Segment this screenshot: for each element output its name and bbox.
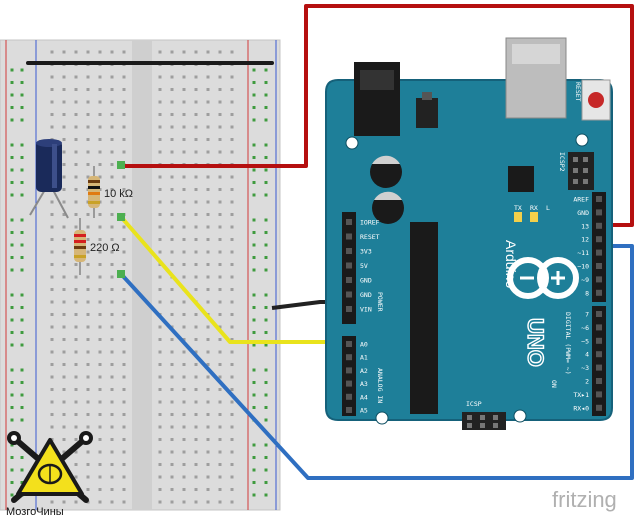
- digital-pin: [596, 196, 602, 202]
- digital-pin: [596, 289, 602, 296]
- digital-pin: [596, 209, 602, 216]
- digital-header-lower: [592, 306, 606, 416]
- power-pin: [346, 219, 352, 225]
- analog-pin: [346, 393, 352, 400]
- icsp2-label: ICSP2: [558, 152, 566, 172]
- digital-pin-label: 7: [585, 311, 589, 319]
- digital-pin: [596, 378, 602, 384]
- power-pin-label: GND: [360, 277, 372, 285]
- digital-pin-label: GND: [577, 209, 589, 217]
- node-5v: [117, 161, 125, 169]
- analog-pin: [346, 380, 352, 387]
- digital-pin-label: ~5: [581, 337, 589, 345]
- icsp-label: ICSP: [466, 400, 482, 408]
- analog-pin: [346, 367, 352, 374]
- power-pin: [346, 262, 352, 269]
- digital-pin-label: 12: [581, 236, 589, 244]
- digital-pin-label: ~11: [577, 249, 589, 257]
- electrolytic-capacitor: [29, 139, 69, 219]
- power-pin: [346, 233, 352, 240]
- power-pin: [346, 291, 352, 298]
- reset-button: [581, 79, 611, 121]
- voltage-regulator: [416, 98, 438, 128]
- resistor-10k-label: 10 kΩ: [104, 188, 133, 200]
- tx-label: TX: [514, 204, 522, 212]
- power-pin-label: 3V3: [360, 248, 372, 256]
- digital-pin-label: ~3: [581, 364, 589, 372]
- arduino-logo: [507, 257, 579, 299]
- digital-pin: [596, 364, 602, 371]
- node-d12: [117, 270, 125, 278]
- digital-pin: [596, 351, 602, 358]
- rx-label: RX: [530, 204, 538, 212]
- reset-label: RESET: [574, 82, 582, 102]
- breadboard: [0, 39, 281, 511]
- uno-text: UNO: [523, 318, 548, 367]
- resistor-220-label: 220 Ω: [90, 242, 120, 254]
- digital-pin-label: RX◂0: [573, 404, 589, 412]
- digital-pin: [596, 324, 602, 331]
- power-label: POWER: [376, 292, 384, 312]
- analog-pin-label: A2: [360, 367, 368, 375]
- analog-pin-label: A5: [360, 407, 368, 415]
- usb-chip: [508, 166, 534, 192]
- wire-blue-d12: [120, 244, 634, 480]
- analog-pin: [346, 407, 352, 413]
- digital-header-upper: [592, 192, 606, 302]
- digital-pin: [596, 222, 602, 229]
- digital-pin: [596, 337, 602, 344]
- digital-pin-label: 4: [585, 351, 589, 359]
- digital-label: DIGITAL (PWM= ~): [564, 312, 572, 375]
- analog-pin-label: A0: [360, 341, 368, 349]
- digital-pin: [596, 249, 602, 256]
- l-label: L: [546, 204, 550, 212]
- power-pin-label: 5V: [360, 262, 368, 270]
- digital-pin: [596, 263, 602, 269]
- breadboard-holes: [10, 50, 268, 504]
- wire-red-5v: [122, 4, 634, 227]
- power-pin-label: VIN: [360, 306, 372, 314]
- wire-yellow-a0: [120, 216, 356, 344]
- node-a0: [117, 213, 125, 221]
- digital-pin-label: 13: [581, 222, 589, 230]
- arduino-uno-board: RESET ICSP2 TX RX L Arduino UN: [325, 37, 613, 430]
- arduino-brand-text: Arduino: [503, 240, 519, 288]
- fritzing-watermark: fritzing: [552, 487, 617, 512]
- analog-pin-label: A3: [360, 380, 368, 388]
- on-label: ON: [550, 380, 558, 388]
- analog-pin: [346, 354, 352, 361]
- resistor-220: [74, 218, 86, 275]
- digital-pin-label: ~9: [581, 276, 589, 284]
- digital-pin-label: AREF: [573, 196, 589, 204]
- power-pin: [346, 306, 352, 312]
- digital-pin-label: 8: [585, 289, 589, 297]
- digital-pin: [596, 311, 602, 317]
- analog-header: [342, 336, 356, 416]
- digital-pin-label: ~6: [581, 324, 589, 332]
- logo-text: МозгоЧины: [6, 506, 64, 518]
- resistor-10k: [88, 166, 100, 218]
- digital-pin-label: ~10: [577, 263, 589, 271]
- digital-pin-label: 2: [585, 378, 589, 386]
- digital-pin: [596, 276, 602, 283]
- digital-pin: [596, 391, 602, 398]
- power-pin: [346, 248, 352, 254]
- analog-in-label: ANALOG IN: [376, 368, 384, 403]
- power-pin-label: IOREF: [360, 219, 380, 227]
- analog-pin: [346, 341, 352, 347]
- power-pin: [346, 277, 352, 283]
- power-pin-label: GND: [360, 291, 372, 299]
- atmega-chip: [410, 222, 438, 414]
- icsp2-header: [568, 152, 594, 190]
- digital-pin: [596, 236, 602, 243]
- digital-pin: [596, 404, 602, 411]
- analog-pin-label: A1: [360, 354, 368, 362]
- digital-pin-label: TX▸1: [573, 391, 589, 399]
- analog-pin-label: A4: [360, 393, 368, 401]
- power-pin-label: RESET: [360, 233, 380, 241]
- mozgochiny-logo: МозгоЧины: [6, 431, 93, 518]
